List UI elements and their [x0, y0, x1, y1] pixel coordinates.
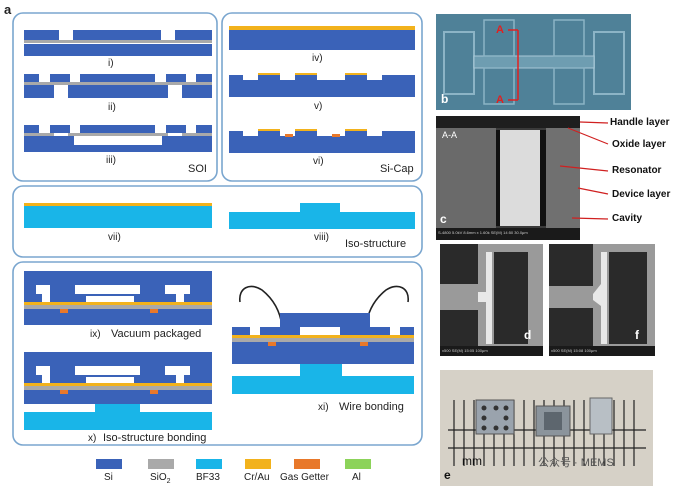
photo-f-drawing [549, 244, 655, 356]
annotation-cavity: Cavity [612, 213, 643, 224]
legend-label-si: Si [104, 472, 113, 483]
photo-d-sem: d x500 SE(M) 15:05 100μm [440, 244, 543, 356]
legend-swatch-sio2 [148, 459, 174, 469]
photo-e-package: e mm 公众号 · MEMS [440, 370, 653, 486]
photo-b-drawing [436, 14, 631, 110]
step-label-ii: ii) [108, 102, 116, 113]
label-iso-structure-bonding: Iso-structure bonding [103, 432, 207, 444]
annotation-oxide-layer: Oxide layer [612, 139, 666, 150]
ruler-unit-mm: mm [462, 454, 482, 468]
photo-letter-e: e [444, 468, 451, 482]
legend-swatch-bf33 [196, 459, 222, 469]
step-viii-diagram [229, 203, 415, 229]
photo-b-optical: A A b [436, 14, 631, 110]
photo-c-drawing [436, 116, 580, 240]
step-ix-diagram [24, 271, 212, 325]
label-sicap: Si-Cap [380, 163, 414, 175]
legend-label-getter: Gas Getter [280, 472, 329, 483]
step-label-i: i) [108, 58, 114, 69]
photo-c-sem: A-A c S-4800 5.0kV 8.6mm x 1.60k SE(M) 1… [436, 116, 580, 240]
legend-swatch-crau [245, 459, 271, 469]
step-iii-diagram [24, 125, 212, 152]
annotation-resonator: Resonator [612, 165, 662, 176]
step-ii-diagram [24, 74, 212, 98]
label-wire-bonding: Wire bonding [339, 401, 404, 413]
watermark-text: 公众号 · MEMS [538, 457, 614, 469]
step-label-viii: viii) [314, 232, 329, 243]
soi-box [12, 12, 218, 182]
legend-swatch-getter [294, 459, 320, 469]
step-label-iii: iii) [106, 155, 116, 166]
label-iso-structure: Iso-structure [345, 238, 407, 250]
step-label-ix: ix) [90, 329, 101, 340]
assembly-box [12, 261, 423, 446]
step-xi-diagram [232, 285, 414, 394]
sicap-box [221, 12, 423, 182]
step-label-xi: xi) [318, 402, 329, 413]
label-soi: SOI [188, 163, 207, 175]
legend-label-crau: Cr/Au [244, 472, 270, 483]
sem-footer-f: x500 SE(M) 15:08 100μm [551, 348, 597, 353]
step-label-vi: vi) [313, 156, 324, 167]
photo-d-drawing [440, 244, 543, 356]
step-label-iv: iv) [312, 53, 323, 64]
photo-letter-f: f [635, 328, 639, 342]
marker-a-bottom: A [496, 94, 504, 106]
iso-box [12, 185, 423, 258]
photo-letter-b: b [441, 92, 449, 106]
sem-footer-c: S-4800 5.0kV 8.6mm x 1.60k SE(M) 14:50 3… [438, 230, 528, 235]
photo-letter-d: d [524, 328, 532, 342]
photo-f-sem: f x500 SE(M) 15:08 100μm [549, 244, 655, 356]
legend-swatch-al [345, 459, 371, 469]
process-flow-schematic [12, 12, 423, 469]
sem-footer-d: x500 SE(M) 15:05 100μm [442, 348, 488, 353]
photo-e-drawing [440, 370, 653, 486]
step-x-diagram [24, 352, 212, 430]
annotation-device-layer: Device layer [612, 189, 671, 200]
step-v-diagram [229, 73, 415, 97]
sem-annotation-arrows [559, 121, 609, 220]
step-vi-diagram [229, 129, 415, 153]
legend-label-al: Al [352, 472, 361, 483]
step-iv-diagram [229, 26, 415, 50]
step-i-diagram [24, 30, 212, 56]
section-label-aa: A-A [442, 130, 458, 140]
photo-letter-c: c [440, 212, 447, 226]
step-label-v: v) [314, 101, 323, 112]
step-label-x: x) [88, 433, 97, 444]
step-vii-diagram [24, 203, 212, 228]
marker-a-top: A [496, 24, 504, 36]
annotation-handle-layer: Handle layer [610, 117, 670, 128]
legend-label-sio2: SiO2 [150, 472, 171, 485]
label-vacuum-packaged: Vacuum packaged [111, 328, 202, 340]
step-label-vii: vii) [108, 232, 121, 243]
legend-swatch-si [96, 459, 122, 469]
legend-label-bf33: BF33 [196, 472, 220, 483]
panel-letter-a: a [4, 2, 12, 17]
